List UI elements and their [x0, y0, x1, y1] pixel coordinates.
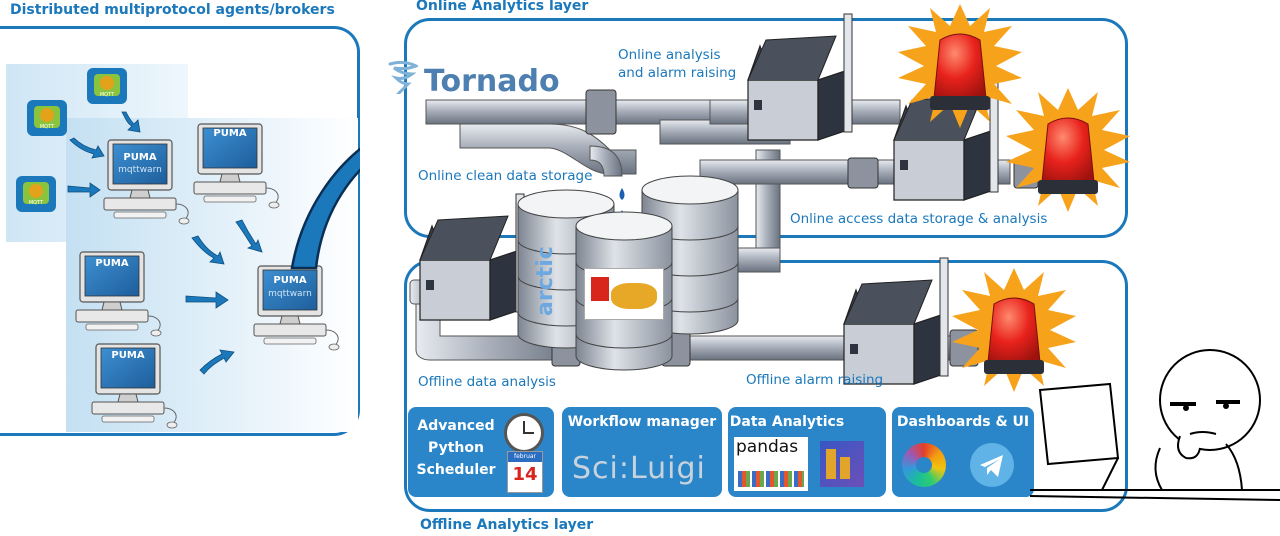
pandas-text: pandas — [736, 437, 799, 457]
mqttwarn-label-5: mqttwarn — [268, 289, 312, 299]
small-arrows — [67, 111, 263, 375]
tornado-icon — [386, 60, 420, 96]
puma-label-3: PUMA — [95, 258, 129, 269]
clock-icon — [504, 413, 544, 453]
arctic-logo: arctic — [533, 246, 558, 316]
computers-and-arrows — [67, 111, 360, 429]
tile-scheduler: Advanced Python Scheduler februar 14 — [408, 407, 554, 497]
mqtt-badge-1: MQTT — [87, 68, 127, 104]
tile-scheduler-title: Advanced Python Scheduler — [416, 418, 496, 478]
puma-label-2: PUMA — [213, 128, 247, 139]
tornado-label: Tornado — [424, 64, 560, 99]
share-icon — [29, 184, 43, 198]
mqtt-badge-2: MQTT — [27, 100, 67, 136]
tile-workflow-title: Workflow manager — [567, 414, 717, 430]
mqtt-label: MQTT — [99, 92, 115, 98]
pandas-logo: pandas — [734, 437, 808, 491]
pipeline-illustration — [409, 3, 1131, 393]
offline-alarm-raising-label: Offline alarm raising — [746, 372, 884, 388]
puma-label-4: PUMA — [111, 350, 145, 361]
puma-label-5: PUMA — [273, 275, 307, 286]
calendar-day: 14 — [512, 464, 538, 485]
tile-dashboards: Dashboards & UI — [892, 407, 1034, 497]
calendar-icon: februar 14 — [507, 451, 543, 493]
big-arrow-to-online — [290, 147, 360, 270]
mqttwarn-label-1: mqttwarn — [118, 165, 162, 175]
share-icon — [40, 108, 54, 122]
tile-data-analytics: Data Analytics pandas — [728, 407, 886, 497]
mqtt-badge-3: MQTT — [16, 176, 56, 212]
online-analysis-label: Online analysis and alarm raising — [618, 47, 737, 81]
mqtt-label: MQTT — [28, 200, 44, 206]
agents-layer-title: Distributed multiprotocol agents/brokers — [10, 2, 335, 18]
numpy-cube-icon — [820, 441, 864, 487]
offline-data-analysis-label: Offline data analysis — [418, 374, 556, 390]
online-layer-title: Online Analytics layer — [416, 0, 589, 14]
database-logo-icon — [584, 268, 664, 320]
person-at-desk-illustration — [1030, 349, 1280, 501]
telegram-icon — [970, 443, 1014, 487]
tile-dashboards-title: Dashboards & UI — [896, 414, 1030, 430]
share-icon — [100, 76, 114, 90]
mqtt-label: MQTT — [39, 124, 55, 130]
sciluigi-logo: Sci:Luigi — [572, 451, 706, 486]
online-clean-storage-label: Online clean data storage — [418, 168, 593, 184]
online-access-storage-label: Online access data storage & analysis — [790, 211, 1048, 227]
offline-layer-title: Offline Analytics layer — [420, 517, 594, 533]
grafana-icon — [902, 443, 946, 487]
tile-workflow-manager: Workflow manager Sci:Luigi — [562, 407, 722, 497]
tile-data-analytics-title: Data Analytics — [729, 414, 845, 430]
puma-label-1: PUMA — [123, 152, 157, 163]
calendar-month: februar — [508, 452, 542, 462]
